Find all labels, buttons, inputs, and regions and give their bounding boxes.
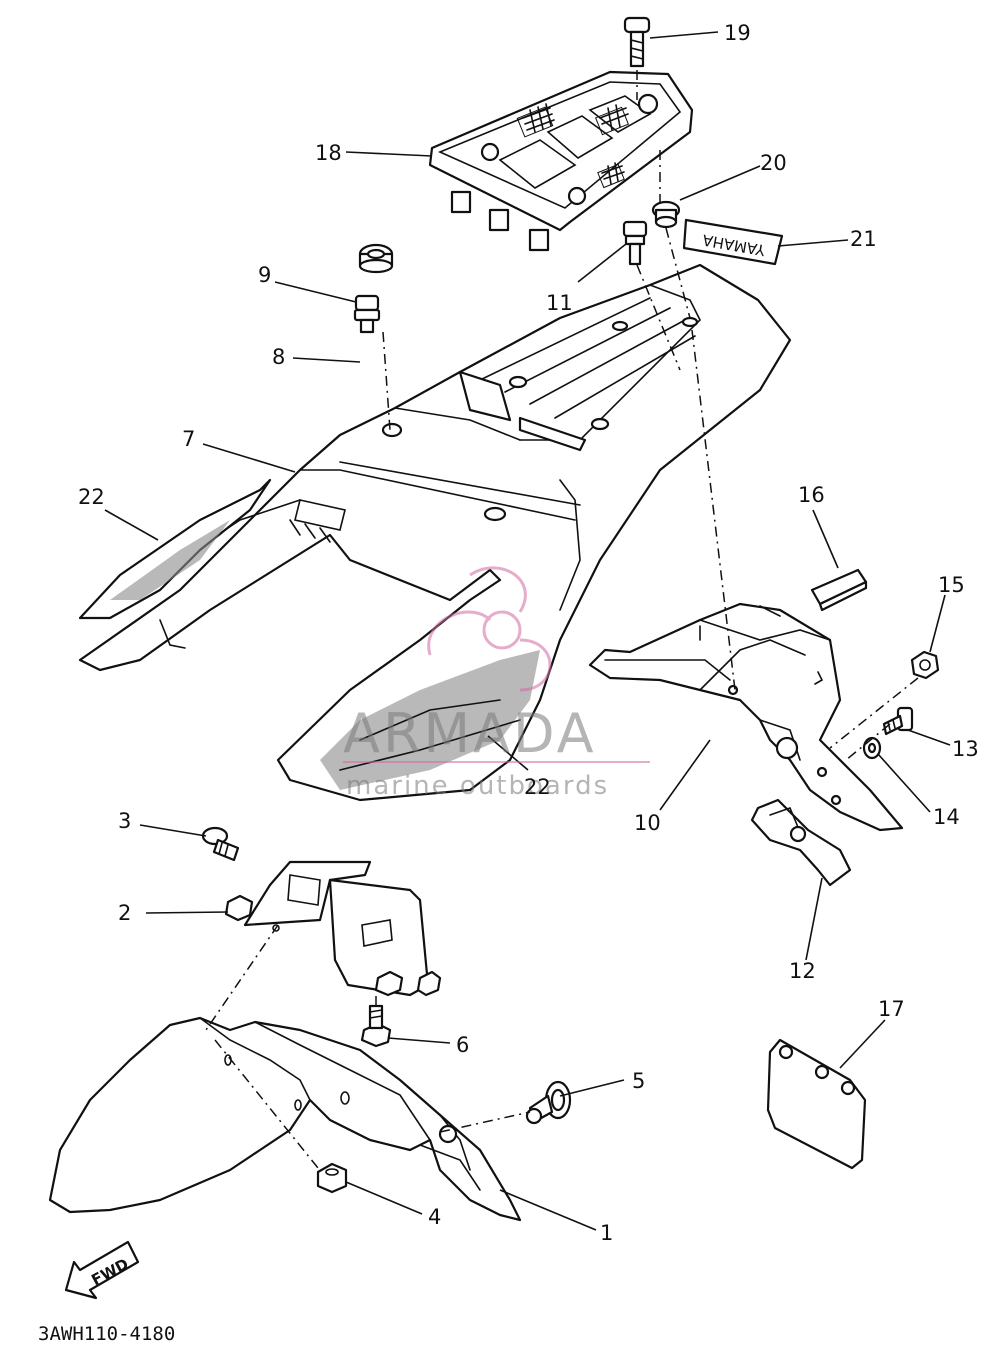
part-22-decal-left bbox=[78, 478, 272, 620]
part-10-rear-fender bbox=[588, 602, 904, 832]
part-5-grommet bbox=[525, 1080, 572, 1125]
part-17-plate bbox=[766, 1038, 867, 1170]
callout-2: 2 bbox=[118, 901, 131, 925]
callout-4: 4 bbox=[428, 1205, 441, 1229]
watermark-logo-icon bbox=[427, 566, 552, 692]
part-18-carrier bbox=[428, 70, 694, 252]
callout-12: 12 bbox=[789, 959, 816, 983]
part-8-grommet bbox=[358, 243, 394, 274]
callout-9: 9 bbox=[258, 263, 271, 287]
part-20-grommet bbox=[651, 200, 681, 229]
callout-8: 8 bbox=[272, 345, 285, 369]
callout-7: 7 bbox=[182, 427, 195, 451]
callout-22-left: 22 bbox=[78, 485, 105, 509]
part-1-front-fender bbox=[48, 1016, 522, 1222]
callout-11: 11 bbox=[546, 291, 573, 315]
watermark-tagline: marine outboards bbox=[346, 771, 609, 801]
part-3-bolt bbox=[201, 826, 240, 862]
alignment-lines bbox=[205, 70, 919, 1169]
callout-14: 14 bbox=[933, 805, 960, 829]
watermark: ARMADA marine outboards bbox=[343, 566, 650, 801]
callout-labels: 19 18 20 21 11 9 8 7 22 22 16 15 13 14 1… bbox=[78, 21, 979, 1245]
callout-5: 5 bbox=[632, 1069, 645, 1093]
part-6-bolt bbox=[360, 1004, 392, 1048]
part-2-fender-stay bbox=[224, 860, 442, 997]
part-4-nut bbox=[316, 1162, 348, 1194]
part-15-nut bbox=[910, 650, 940, 680]
callout-6: 6 bbox=[456, 1033, 469, 1057]
callout-1: 1 bbox=[600, 1221, 613, 1245]
part-19-bolt bbox=[623, 16, 651, 68]
fwd-arrow-icon: FWD bbox=[64, 1240, 140, 1300]
watermark-brand: ARMADA bbox=[343, 702, 597, 765]
callout-10: 10 bbox=[634, 811, 661, 835]
part-12-bracket bbox=[750, 798, 852, 887]
part-21-yamaha-decal: YAMAHA bbox=[682, 218, 784, 266]
leader-lines bbox=[104, 31, 951, 1231]
part-11-bolt bbox=[622, 220, 648, 266]
part-9-bolt bbox=[353, 294, 381, 334]
part-16-reflector bbox=[810, 568, 868, 612]
callout-20: 20 bbox=[760, 151, 787, 175]
callout-18: 18 bbox=[315, 141, 342, 165]
callout-19: 19 bbox=[724, 21, 751, 45]
part-22-decal-right bbox=[320, 650, 540, 790]
callout-17: 17 bbox=[878, 997, 905, 1021]
diagram-code: 3AWH110-4180 bbox=[38, 1323, 175, 1345]
callout-3: 3 bbox=[118, 809, 131, 833]
callout-16: 16 bbox=[798, 483, 825, 507]
callout-13: 13 bbox=[952, 737, 979, 761]
part-13-bolt bbox=[882, 706, 914, 736]
part-7-rear-cowl bbox=[78, 263, 792, 802]
part-14-washer bbox=[862, 736, 882, 760]
callout-21: 21 bbox=[850, 227, 877, 251]
callout-22-right: 22 bbox=[524, 775, 551, 799]
callout-15: 15 bbox=[938, 573, 965, 597]
